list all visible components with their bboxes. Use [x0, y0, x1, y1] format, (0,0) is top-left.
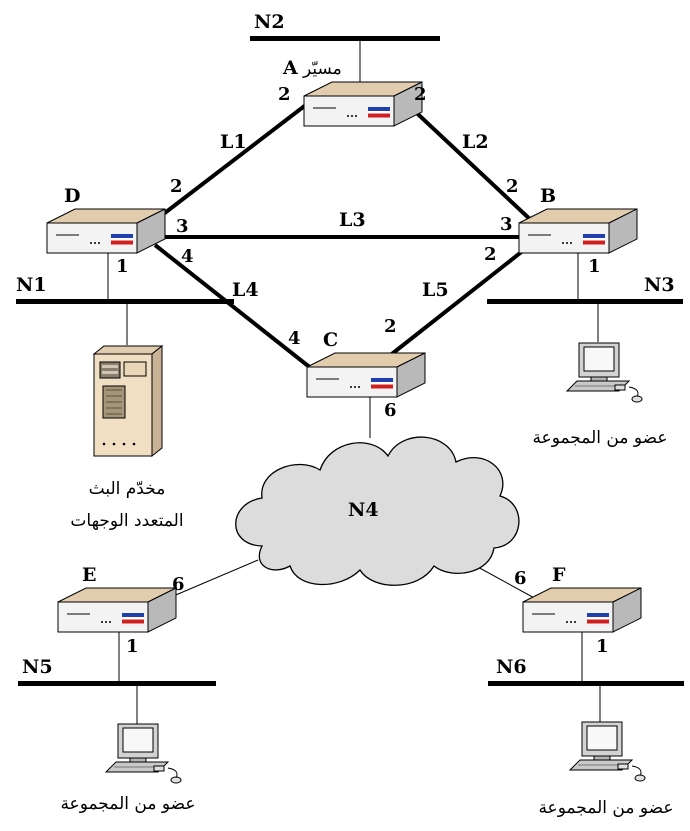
- router-d-label: D: [64, 185, 80, 207]
- member-caption-n6: عضو من المجموعة: [538, 798, 673, 818]
- network-n4-label: N4: [348, 499, 379, 521]
- member-caption-n3: عضو من المجموعة: [532, 428, 667, 448]
- network-n5-bar: [18, 681, 216, 686]
- port-a-right: 2: [414, 84, 427, 105]
- port-f-n6: 1: [596, 636, 609, 657]
- link-l1-label: L1: [220, 131, 247, 153]
- port-b-l5: 2: [484, 244, 497, 265]
- router-f[interactable]: [522, 587, 642, 633]
- link-l5: [386, 244, 531, 359]
- link-l4: [153, 243, 314, 371]
- link-e-n4: [163, 559, 259, 601]
- network-n1-label: N1: [16, 274, 47, 296]
- router-c[interactable]: [306, 352, 426, 398]
- link-l2: [404, 101, 535, 224]
- port-d-n1: 1: [116, 256, 129, 277]
- router-e-label: E: [82, 564, 96, 586]
- port-d-l1: 2: [170, 176, 183, 197]
- router-f-label: F: [552, 564, 566, 586]
- link-l5-label: L5: [422, 279, 449, 301]
- member-caption-n5: عضو من المجموعة: [60, 794, 195, 814]
- port-b-n3: 1: [588, 256, 601, 277]
- port-c-l5: 2: [384, 316, 397, 337]
- group-member-n6-computer-icon[interactable]: [569, 721, 646, 782]
- group-member-n3-computer-icon[interactable]: [566, 342, 643, 403]
- server-caption-line1: مخدّم البث: [89, 479, 166, 499]
- port-d-l4: 4: [181, 246, 194, 267]
- port-b-l3: 3: [500, 214, 513, 235]
- link-l2-label: L2: [462, 131, 489, 153]
- network-n4-cloud: [235, 436, 520, 586]
- network-n3-label: N3: [644, 274, 675, 296]
- network-n6-label: N6: [496, 656, 527, 678]
- link-l4-label: L4: [232, 279, 259, 301]
- server-caption-line2: المتعدد الوجهات: [70, 511, 183, 531]
- router-c-label: C: [323, 329, 338, 351]
- port-e-n4: 6: [172, 574, 185, 595]
- multicast-server-icon[interactable]: [92, 344, 164, 458]
- router-a-caption: مسيّر: [302, 59, 342, 79]
- router-a-label: A: [282, 57, 298, 79]
- network-n6-bar: [488, 681, 684, 686]
- router-e[interactable]: [57, 587, 177, 633]
- group-member-n5-computer-icon[interactable]: [105, 723, 182, 784]
- network-n2-label: N2: [254, 11, 285, 33]
- link-l1: [151, 99, 313, 224]
- router-b-label: B: [540, 185, 556, 207]
- port-f-n4: 6: [514, 568, 527, 589]
- link-l3-label: L3: [339, 209, 366, 231]
- router-d[interactable]: [46, 208, 166, 254]
- port-e-n5: 1: [126, 636, 139, 657]
- network-n1-bar: [16, 299, 234, 304]
- network-n5-label: N5: [22, 656, 53, 678]
- port-b-l2: 2: [506, 176, 519, 197]
- link-f-n4: [475, 565, 539, 601]
- port-a-left: 2: [278, 84, 291, 105]
- router-b[interactable]: [518, 208, 638, 254]
- port-d-l3: 3: [176, 216, 189, 237]
- network-n3-bar: [487, 299, 683, 304]
- network-n2-bar: [250, 36, 440, 41]
- port-c-n4: 6: [384, 400, 397, 421]
- router-a[interactable]: [303, 81, 423, 127]
- port-c-l4: 4: [288, 328, 301, 349]
